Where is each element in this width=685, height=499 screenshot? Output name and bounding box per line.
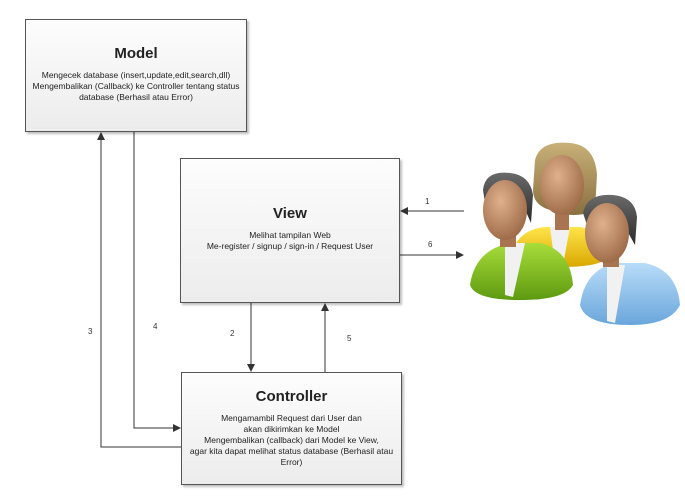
controller-line: Mengembalikan (callback) dari Model ke V… <box>204 435 379 445</box>
users-group-icon <box>470 142 680 325</box>
arrow-label-5: 5 <box>347 334 352 343</box>
model-box: Model Mengecek database (insert,update,e… <box>25 19 247 132</box>
arrow-label-4: 4 <box>153 322 158 331</box>
model-title: Model <box>114 45 158 62</box>
user-woman-yellow <box>510 142 605 267</box>
model-line: Mengembalikan (Callback) ke Controller t… <box>32 81 240 91</box>
arrow-4 <box>133 132 181 432</box>
controller-line: Error) <box>280 457 303 467</box>
controller-line: agar kita dapat melihat status database … <box>189 446 394 456</box>
model-line: database (Berhasil atau Error) <box>79 92 193 102</box>
controller-box: Controller Mengamambil Request dari User… <box>181 372 402 485</box>
arrow-label-1: 1 <box>425 197 430 206</box>
view-description: Melihat tampilan Web Me-register / signu… <box>181 230 399 252</box>
user-man-blue <box>580 194 680 325</box>
view-title: View <box>273 205 307 222</box>
view-line: Me-register / signup / sign-in / Request… <box>206 241 374 251</box>
model-line: Mengecek database (insert,update,edit,se… <box>41 70 231 80</box>
model-description: Mengecek database (insert,update,edit,se… <box>26 70 246 103</box>
view-line: Melihat tampilan Web <box>249 230 331 240</box>
arrow-label-6: 6 <box>428 240 433 249</box>
controller-line: Mengamambil Request dari User dan <box>221 413 362 423</box>
controller-description: Mengamambil Request dari User dan akan d… <box>182 413 401 468</box>
arrow-3 <box>97 132 181 448</box>
controller-title: Controller <box>255 388 328 405</box>
arrow-label-2: 2 <box>230 329 235 338</box>
arrow-label-3: 3 <box>88 327 93 336</box>
controller-line: akan dikirimkan ke Model <box>243 424 340 434</box>
view-box: View Melihat tampilan Web Me-register / … <box>180 158 400 303</box>
user-man-green <box>470 172 573 300</box>
